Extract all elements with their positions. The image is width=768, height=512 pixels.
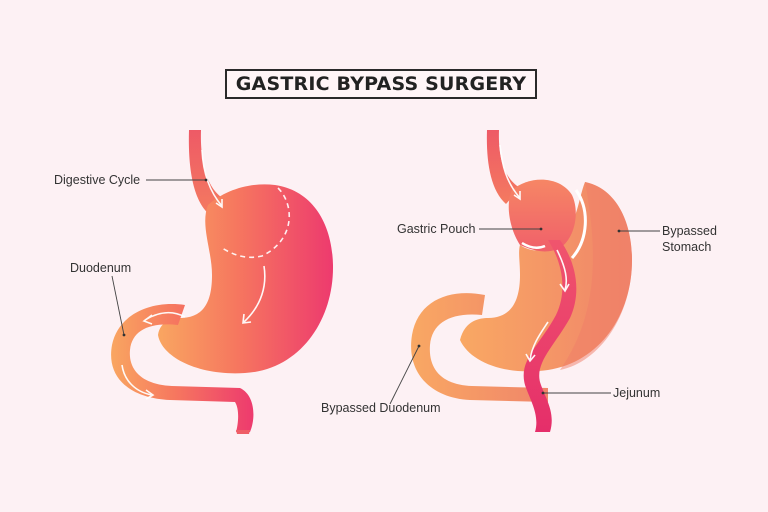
label-bypassed-duodenum: Bypassed Duodenum (321, 401, 441, 415)
flow-arrows (499, 144, 570, 363)
flow-arrows (121, 149, 266, 400)
title-box: GASTRIC BYPASS SURGERY (225, 69, 537, 99)
leader-lines (111, 179, 660, 405)
normal-stomach (111, 130, 334, 434)
label-jejunum: Jejunum (613, 386, 661, 400)
label-bypassed-stomach-line2: Stomach (662, 240, 712, 254)
diagram-title: GASTRIC BYPASS SURGERY (235, 73, 527, 95)
label-duodenum: Duodenum (70, 261, 132, 275)
label-gastric-pouch: Gastric Pouch (397, 222, 476, 236)
label-digestive-cycle: Digestive Cycle (54, 173, 141, 187)
label-bypassed-stomach-line1: Bypassed (662, 224, 717, 238)
bypass-stomach (411, 130, 632, 432)
